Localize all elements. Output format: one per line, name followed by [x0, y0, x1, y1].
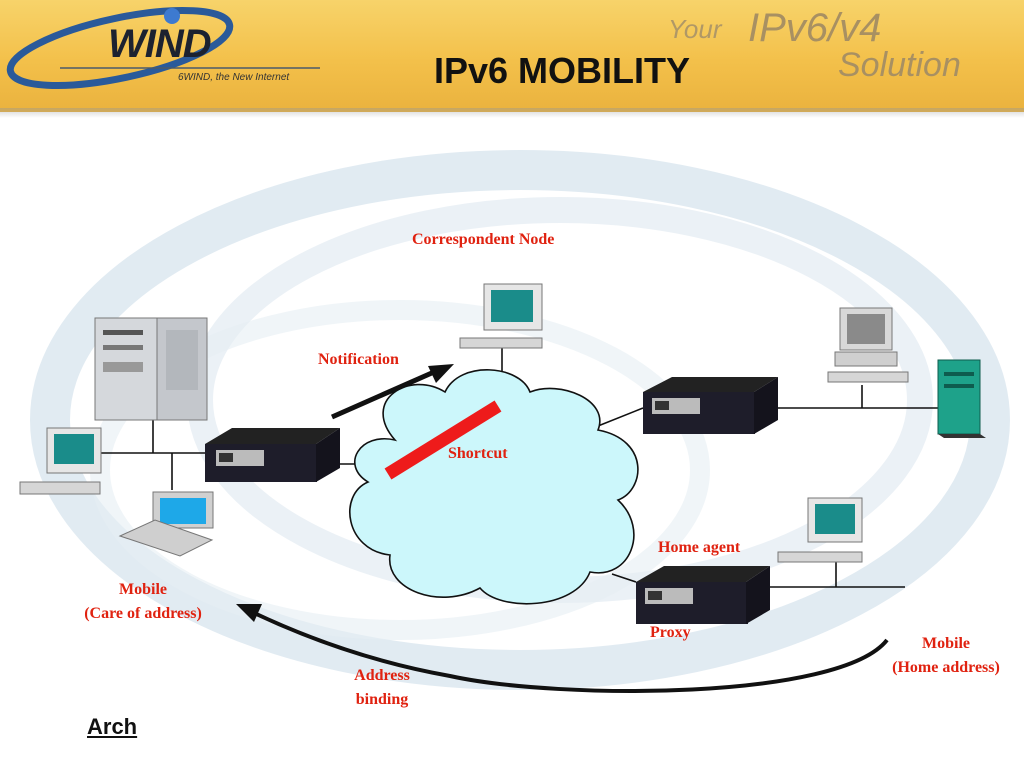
globe-icon	[164, 8, 180, 24]
tagline-solution: Solution	[838, 46, 961, 84]
link-cloud-router-right	[597, 407, 644, 427]
shortcut-bar	[384, 400, 502, 480]
notification-arrow	[330, 364, 454, 420]
label-mobile-care-of-address: Mobile (Care of address)	[66, 578, 220, 626]
logo-tagline: 6WIND, the New Internet	[178, 72, 290, 83]
router-home-agent	[636, 566, 770, 624]
label-mobile-home-line2: (Home address)	[892, 659, 1000, 676]
wind-logo	[6, 7, 320, 89]
home-pc-icon	[777, 497, 863, 563]
arch-link[interactable]: Arch	[87, 714, 138, 739]
address-binding-arrow	[236, 604, 889, 693]
label-mobile-care-line1: Mobile	[119, 581, 167, 598]
workstation-pc-icon	[827, 307, 909, 383]
header-shadow	[0, 108, 1024, 118]
internet-cloud	[349, 369, 639, 605]
label-shortcut: Shortcut	[448, 445, 508, 462]
label-address-binding-line1: Address	[354, 667, 410, 684]
label-correspondent-node: Correspondent Node	[412, 231, 555, 248]
router-left	[205, 428, 340, 482]
label-address-binding: Address binding	[340, 664, 424, 712]
label-address-binding-line2: binding	[355, 691, 409, 708]
correspondent-node-pc-icon	[459, 283, 543, 349]
label-mobile-home-line1: Mobile	[922, 635, 970, 652]
label-proxy: Proxy	[650, 624, 691, 641]
tagline-ipv6v4: IPv6/v4	[748, 6, 882, 50]
label-home-agent: Home agent	[658, 539, 741, 556]
link-cloud-home-router	[611, 573, 637, 583]
desktop-pc-icon	[19, 427, 102, 495]
green-server-icon	[937, 359, 986, 438]
laptop-icon	[118, 491, 214, 557]
page-title: IPv6 MOBILITY	[433, 50, 691, 91]
label-notification: Notification	[318, 351, 399, 368]
logo-wordmark: WIND	[108, 22, 212, 66]
tagline-your: Your	[668, 14, 722, 44]
label-mobile-home-address: Mobile (Home address)	[876, 632, 1016, 680]
router-right	[643, 377, 778, 434]
label-mobile-care-line2: (Care of address)	[84, 605, 202, 622]
server-tower-icon	[94, 317, 208, 421]
